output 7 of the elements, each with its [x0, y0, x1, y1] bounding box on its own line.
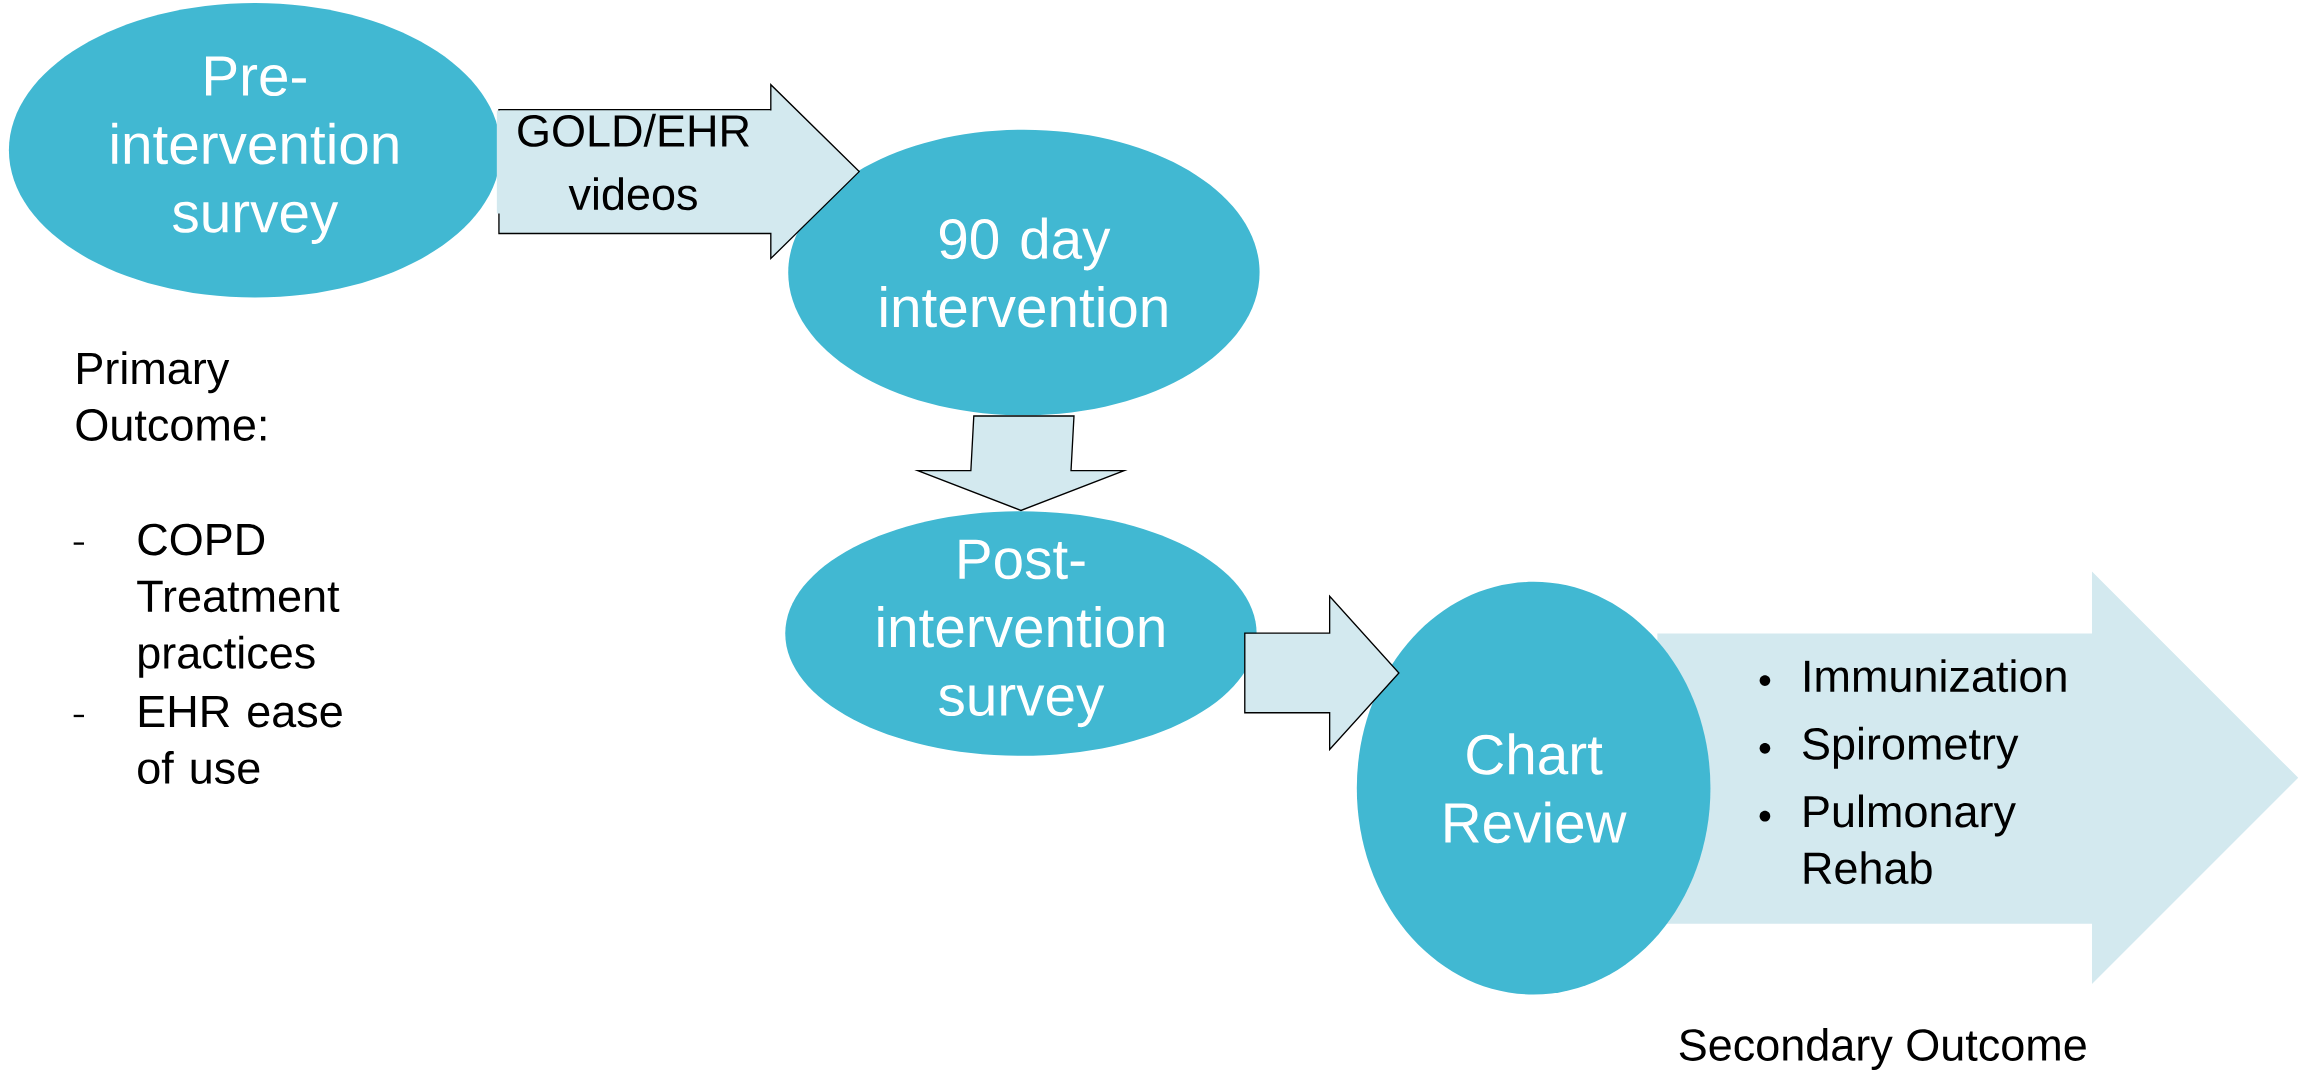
block-arrow	[914, 415, 1128, 511]
block-arrow	[1244, 594, 1400, 752]
list-item: COPD Treatment practices	[73, 523, 340, 678]
outcome-label: Secondary Outcome	[1679, 1027, 2086, 1070]
edge-label: GOLD/EHR videos	[496, 110, 771, 214]
list-item: EHR ease of use	[73, 695, 342, 784]
outcome-heading: Primary Outcome:	[76, 351, 266, 441]
